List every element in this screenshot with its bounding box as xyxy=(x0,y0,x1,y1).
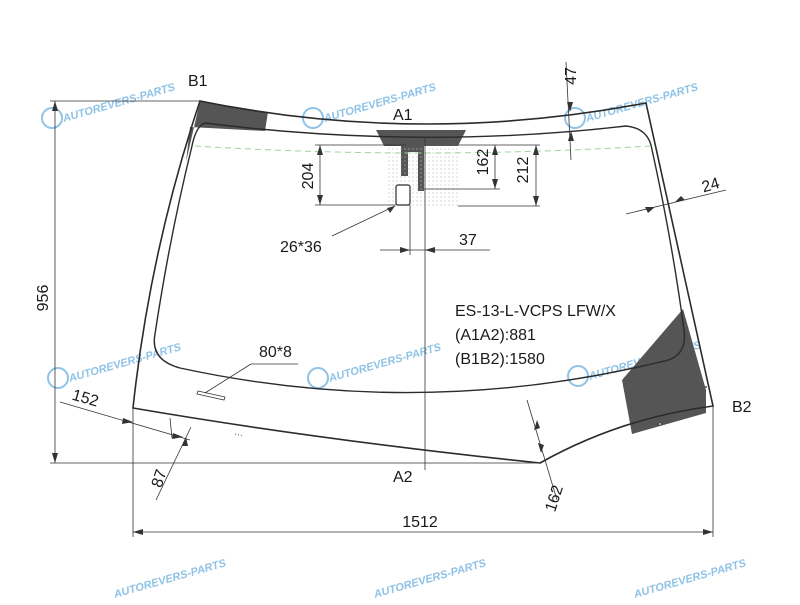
dim-204-label: 204 xyxy=(300,163,317,190)
point-b2: B2 xyxy=(732,399,752,416)
dim-1512: 1512 xyxy=(132,406,714,537)
dim-204: 204 xyxy=(300,144,406,206)
dim-1512-label: 1512 xyxy=(402,514,438,531)
dim-956: 956 xyxy=(35,100,540,464)
dim-152-label: 152 xyxy=(70,387,100,411)
dim-26x36: 26*36 xyxy=(280,205,396,256)
ar-logo-icon xyxy=(564,107,586,129)
dim-24-label: 24 xyxy=(700,175,722,196)
ar-logo-icon xyxy=(307,367,329,389)
watermark-text: AUTOREVERS-PARTS xyxy=(372,557,489,600)
dim-87-label: 87 xyxy=(149,467,171,489)
dim-24: 24 xyxy=(625,175,727,215)
watermark-text: AUTOREVERS-PARTS xyxy=(322,81,439,125)
point-a2: A2 xyxy=(393,469,413,486)
camera-window xyxy=(395,184,411,206)
dim-162-top: 162 xyxy=(424,145,500,190)
ar-logo-icon xyxy=(47,367,69,389)
dim-37-label: 37 xyxy=(459,232,477,249)
as1-line xyxy=(194,145,651,154)
dim-162-bottom: 162 xyxy=(526,399,567,514)
dim-87: 87 xyxy=(149,417,192,501)
point-b1: B1 xyxy=(188,73,208,90)
dim-212: 212 xyxy=(458,144,540,207)
edge-marks xyxy=(234,386,707,437)
spec-a1a2: (A1A2):881 xyxy=(455,327,536,344)
dim-47-label: 47 xyxy=(563,67,580,85)
dim-956-label: 956 xyxy=(35,285,52,312)
dim-212-label: 212 xyxy=(515,157,532,184)
watermark-text: AUTOREVERS-PARTS xyxy=(61,81,178,125)
dim-47: 47 xyxy=(563,61,580,161)
dim-26x36-label: 26*36 xyxy=(280,239,322,256)
glass-inner-outline xyxy=(153,122,686,394)
watermark-text: AUTOREVERS-PARTS xyxy=(327,341,444,385)
spec-b1b2: (B1B2):1580 xyxy=(455,351,545,368)
ar-logo-icon xyxy=(567,365,589,387)
dim-80x8: 80*8 xyxy=(196,344,298,401)
ceramic-patch-b1 xyxy=(186,101,268,162)
ar-logo-icon xyxy=(41,107,63,129)
dim-152: 152 xyxy=(59,387,191,441)
dim-162-top-label: 162 xyxy=(475,149,492,176)
watermark-text: AUTOREVERS-PARTS xyxy=(67,341,184,385)
spec-code: ES-13-L-VCPS LFW/X xyxy=(455,303,616,320)
dim-37: 37 xyxy=(380,205,490,255)
watermark-text: AUTOREVERS-PARTS xyxy=(112,557,229,600)
ceramic-patch-top xyxy=(376,130,466,146)
point-a1: A1 xyxy=(393,107,413,124)
dim-162-bottom-label: 162 xyxy=(543,483,567,514)
watermark-text: AUTOREVERS-PARTS xyxy=(632,557,749,600)
dim-80x8-label: 80*8 xyxy=(259,344,292,361)
